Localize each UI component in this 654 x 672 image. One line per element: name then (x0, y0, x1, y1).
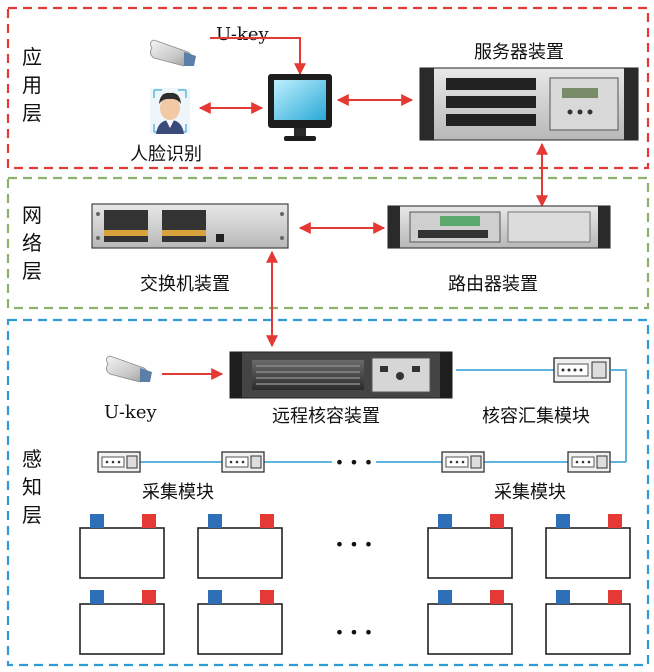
svg-text:感: 感 (22, 447, 42, 471)
battery-icon (427, 590, 513, 655)
router-label: 路由器装置 (448, 274, 538, 295)
svg-text:层: 层 (22, 101, 42, 125)
network-layer-name: 网 络 层 (22, 203, 42, 283)
aggregation-label: 核容汇集模块 (482, 406, 590, 427)
application-layer-border (6, 6, 650, 170)
ellipsis-battery-row-2: • • • (335, 623, 373, 642)
face-recognition-icon (150, 88, 190, 134)
battery-icon (79, 590, 165, 655)
svg-text:层: 层 (22, 259, 42, 283)
collection-module-icon (441, 451, 485, 473)
svg-text:知: 知 (22, 475, 42, 499)
svg-text:应: 应 (22, 45, 42, 69)
ukey-label-top: U-key (216, 24, 269, 45)
switch-device-icon (91, 203, 289, 249)
collection-module-icon (97, 451, 141, 473)
collection-module-icon (567, 451, 611, 473)
battery-icon (545, 514, 631, 579)
battery-grid (79, 514, 631, 655)
bus-gap (332, 452, 376, 472)
ukey-icon (150, 39, 196, 67)
ellipsis-battery-row-1: • • • (335, 535, 373, 554)
remote-capacity-device-icon (229, 351, 453, 399)
server-rack-icon (419, 67, 639, 141)
svg-text:用: 用 (22, 73, 42, 97)
ukey-to-monitor-arrow (210, 37, 306, 76)
network-layer-border (6, 176, 650, 310)
server-label: 服务器装置 (474, 42, 564, 63)
remote-capacity-label: 远程核容装置 (272, 406, 380, 427)
svg-text:网: 网 (22, 203, 42, 227)
battery-icon (545, 590, 631, 655)
aggregation-module-icon (553, 357, 611, 383)
svg-text:层: 层 (22, 503, 42, 527)
svg-text:络: 络 (22, 231, 42, 255)
face-recognition-label: 人脸识别 (130, 144, 202, 165)
collection-module-icon (221, 451, 265, 473)
computer-monitor-icon (268, 74, 332, 141)
sensing-layer-border (6, 318, 650, 667)
battery-icon (197, 514, 283, 579)
battery-icon (427, 514, 513, 579)
ellipsis-modules: • • • (335, 453, 373, 472)
ukey-label-bottom: U-key (104, 402, 157, 423)
sensing-layer-name: 感 知 层 (22, 447, 42, 527)
router-device-icon (387, 205, 611, 249)
switch-label: 交换机装置 (140, 274, 230, 295)
collection-label-right: 采集模块 (494, 482, 566, 503)
application-layer-name: 应 用 层 (22, 45, 42, 125)
battery-icon (197, 590, 283, 655)
aggregation-bus-line (610, 369, 627, 462)
battery-icon (79, 514, 165, 579)
ukey-icon (106, 355, 152, 383)
collection-label-left: 采集模块 (142, 482, 214, 503)
